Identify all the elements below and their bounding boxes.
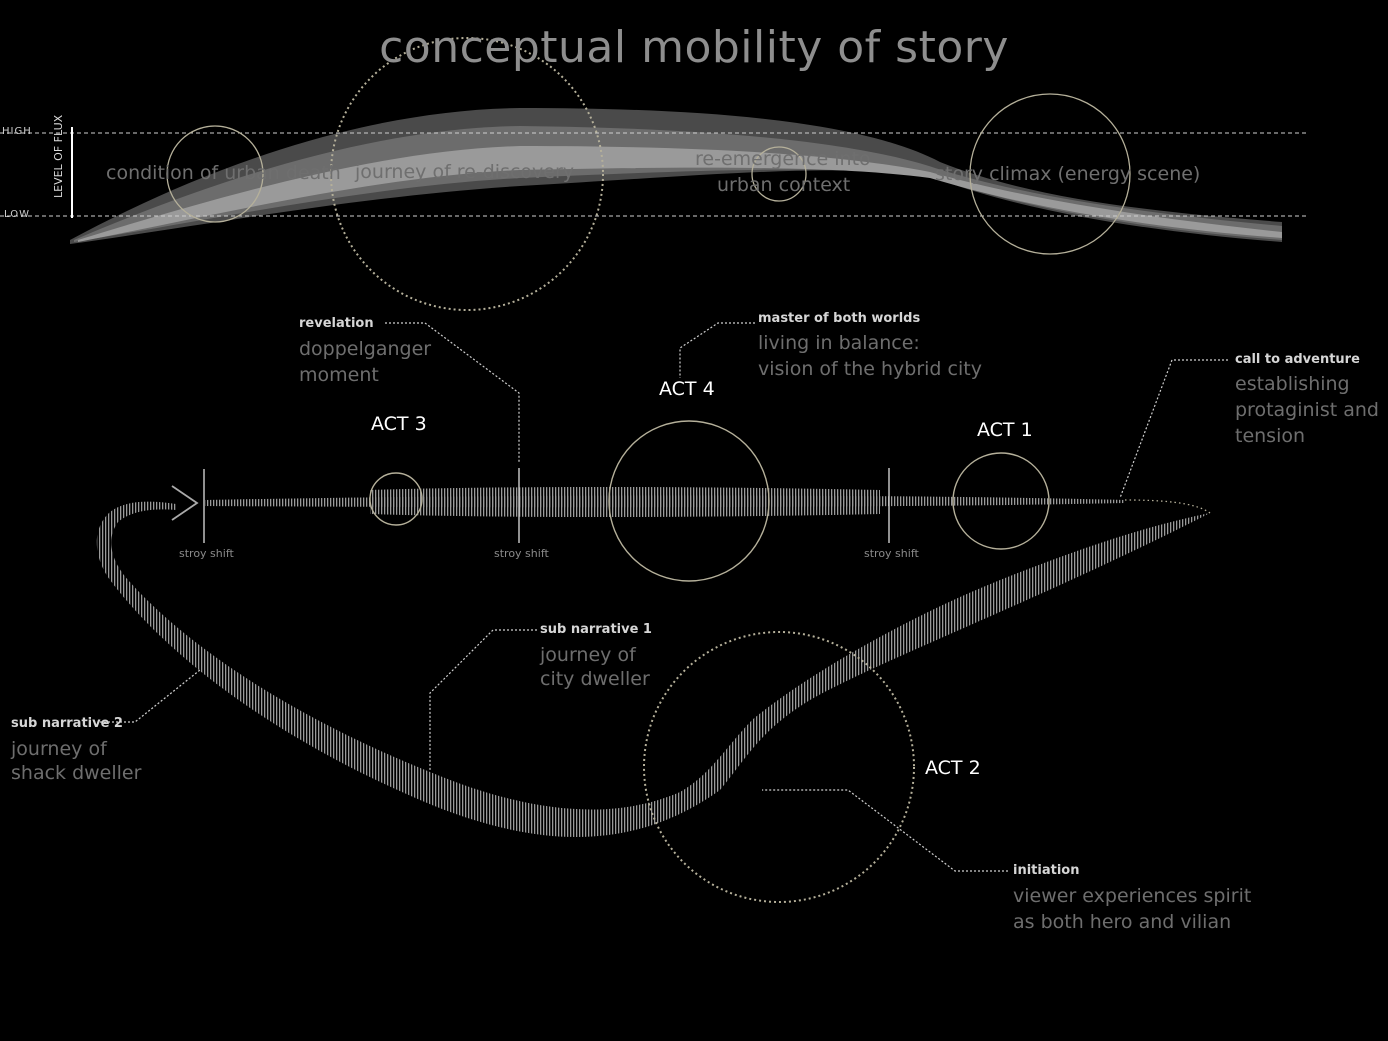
circle-act3 <box>369 472 423 526</box>
leader-initiation <box>762 789 1008 872</box>
story-shift-markers <box>203 468 890 543</box>
sub2-heading: sub narrative 2 <box>11 716 123 731</box>
leader-sub2 <box>100 669 201 723</box>
initiation-heading: initiation <box>1013 863 1080 878</box>
flux-band-inner <box>78 146 1282 242</box>
arrow-head <box>171 485 199 521</box>
main-ribbon-core <box>370 487 880 517</box>
phase-reemergence-1: re-emergence into <box>695 148 871 170</box>
circle-act4 <box>608 420 770 582</box>
call-heading: call to adventure <box>1235 352 1360 367</box>
circle-climax <box>969 93 1131 255</box>
revelation-heading: revelation <box>299 316 374 331</box>
initiation-line1: viewer experiences spirit <box>1013 885 1252 907</box>
circle-reemergence <box>751 146 807 202</box>
sub2-line1: journey of <box>11 738 107 760</box>
master-line2: vision of the hybrid city <box>758 358 982 380</box>
story-shift-label-2: stroy shift <box>494 547 549 560</box>
ribbon-dotted-tip <box>1124 499 1211 514</box>
leader-call <box>1119 359 1228 499</box>
sub2-line2: shack dweller <box>11 762 142 784</box>
narrative-loop <box>96 485 1211 838</box>
story-shift-label-1: stroy shift <box>179 547 234 560</box>
circle-act1 <box>952 452 1050 550</box>
act-4-label: ACT 4 <box>659 378 715 400</box>
initiation-line2: as both hero and vilian <box>1013 911 1232 933</box>
leader-revelation <box>385 322 520 462</box>
call-line1: establishing <box>1235 373 1350 395</box>
act-circles <box>369 420 1050 903</box>
call-line2: protaginist and <box>1235 399 1379 421</box>
diagram-title: conceptual mobility of story <box>379 22 1009 73</box>
upper-circles <box>166 37 1131 311</box>
circle-rediscovery <box>330 37 604 311</box>
act-2-label: ACT 2 <box>925 757 981 779</box>
story-shift-label-3: stroy shift <box>864 547 919 560</box>
revelation-line2: moment <box>299 364 379 386</box>
flux-axis-label: LEVEL OF FLUX <box>52 114 65 198</box>
phase-rediscovery: journey of re-discovery <box>355 161 575 183</box>
flux-band-mid <box>74 126 1282 242</box>
leader-lines <box>100 322 1228 872</box>
circle-urban-death <box>166 125 264 223</box>
flux-axis <box>0 127 1308 218</box>
call-line3: tension <box>1235 425 1306 447</box>
return-ribbon <box>96 501 1210 838</box>
master-line1: living in balance: <box>758 332 920 354</box>
phase-climax: story climax (energy scene) <box>935 163 1201 185</box>
leader-master <box>679 322 755 378</box>
phase-reemergence-2: urban context <box>717 174 851 196</box>
flux-band-outer <box>70 108 1282 244</box>
leader-sub1 <box>429 629 537 770</box>
sub1-line2: city dweller <box>540 668 650 690</box>
act-1-label: ACT 1 <box>977 419 1033 441</box>
flux-bands <box>70 108 1282 244</box>
low-label: LOW <box>4 209 30 220</box>
high-label: HIGH <box>2 126 32 137</box>
revelation-line1: doppelganger <box>299 338 432 360</box>
sub1-heading: sub narrative 1 <box>540 622 652 637</box>
circle-act2 <box>643 631 915 903</box>
phase-urban-death: condition of urban death <box>106 162 341 184</box>
sub1-line1: journey of <box>540 644 636 666</box>
act-3-label: ACT 3 <box>371 413 427 435</box>
master-heading: master of both worlds <box>758 311 921 326</box>
